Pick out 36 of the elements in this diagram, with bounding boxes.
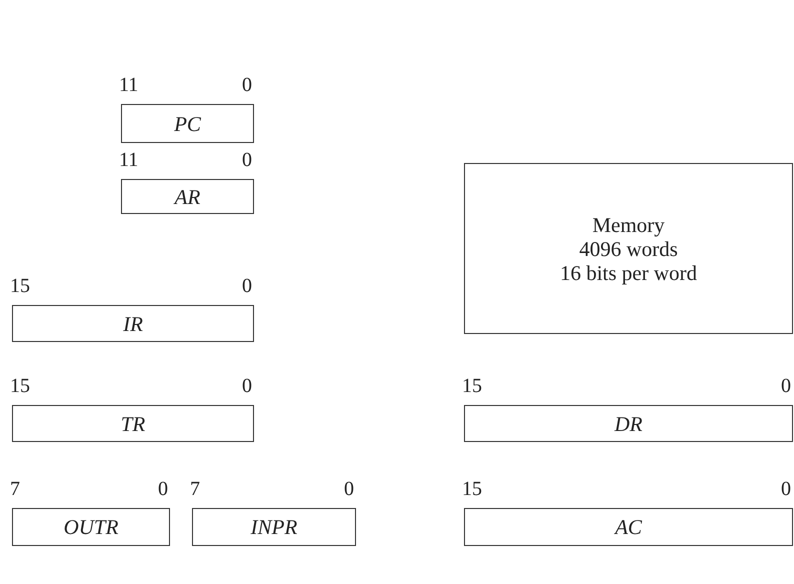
register-box xyxy=(464,508,793,546)
register-box xyxy=(192,508,356,546)
register-name: TR xyxy=(120,412,146,436)
bit-number: 11 xyxy=(119,74,138,96)
bit-number: 15 xyxy=(10,275,30,297)
bit-number: 0 xyxy=(242,375,252,397)
bit-number: 15 xyxy=(10,375,30,397)
register-name: PC xyxy=(174,112,201,136)
memory-label: 16 bits per word xyxy=(560,260,698,284)
bit-number: 7 xyxy=(10,478,20,500)
register-box xyxy=(464,405,793,442)
register-name: IR xyxy=(123,312,143,336)
bit-number: 0 xyxy=(242,275,252,297)
memory-label: 4096 words xyxy=(579,236,678,260)
bit-number: 0 xyxy=(781,478,791,500)
register-box xyxy=(121,104,254,143)
register-box xyxy=(464,163,793,334)
register-name: DR xyxy=(614,412,642,436)
register-box xyxy=(12,508,170,546)
register-box xyxy=(12,405,254,442)
register-box xyxy=(121,179,254,214)
bit-number: 0 xyxy=(781,375,791,397)
register-box xyxy=(12,305,254,342)
bit-number: 15 xyxy=(462,478,482,500)
bit-number: 7 xyxy=(190,478,200,500)
register-name: OUTR xyxy=(64,515,118,539)
bit-number: 0 xyxy=(242,74,252,96)
memory-label: Memory xyxy=(592,212,665,236)
bit-number: 15 xyxy=(462,375,482,397)
bit-number: 0 xyxy=(242,149,252,171)
register-name: AR xyxy=(174,184,200,208)
register-name: AC xyxy=(615,515,642,539)
bit-number: 0 xyxy=(158,478,168,500)
bit-number: 0 xyxy=(344,478,354,500)
register-name: INPR xyxy=(250,515,298,539)
bit-number: 11 xyxy=(119,149,138,171)
